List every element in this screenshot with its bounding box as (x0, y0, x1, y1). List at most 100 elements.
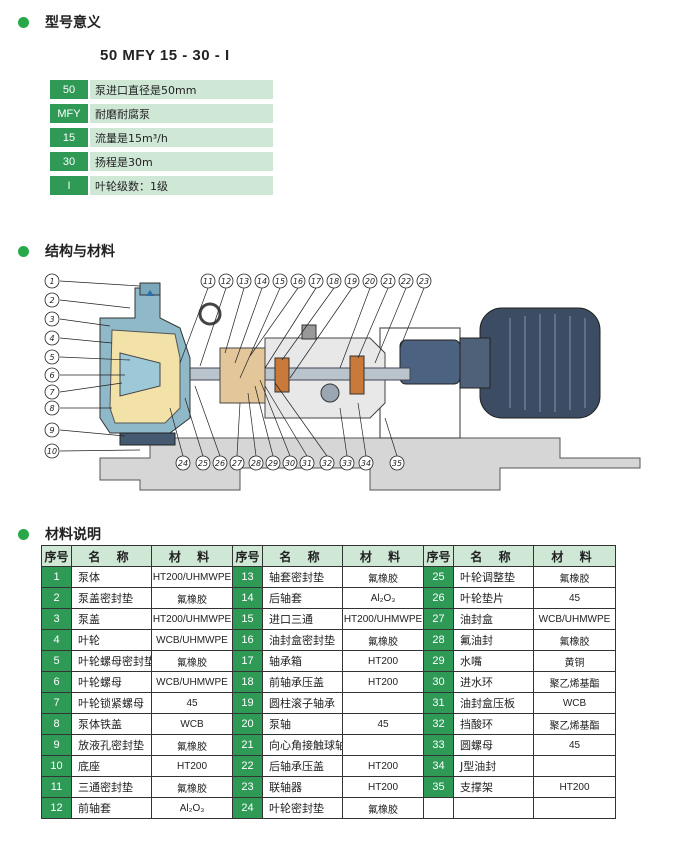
callout-label: 18 (329, 277, 339, 286)
callout-label: 5 (49, 353, 54, 362)
col-header: 序号 (41, 545, 72, 567)
part-name: 油封盒压板 (453, 692, 534, 714)
coupling (399, 339, 461, 385)
code-key: 15 (50, 128, 88, 147)
callout-label: 33 (342, 459, 352, 468)
part-number: 2 (41, 587, 72, 609)
part-number: 15 (232, 608, 263, 630)
part-number: 34 (423, 755, 454, 777)
part-name: 氟油封 (453, 629, 534, 651)
part-name: 叶轮调整垫 (453, 566, 534, 588)
section-title-text: 材料说明 (45, 527, 101, 543)
part-name: 后轴承压盖 (262, 755, 343, 777)
part-number: 7 (41, 692, 72, 714)
part-name: 底座 (71, 755, 152, 777)
section-title-text: 型号意义 (45, 15, 101, 31)
callout-label: 27 (232, 459, 243, 468)
part-name: 油封盒 (453, 608, 534, 630)
part-name: 油封盒密封垫 (262, 629, 343, 651)
callout-label: 15 (275, 277, 285, 286)
part-number: 26 (423, 587, 454, 609)
callout-label: 34 (361, 459, 371, 468)
callout-label: 2 (49, 296, 54, 305)
pump-cross-section-diagram: 1 2 3 4 5 6 7 8 9 10 11 12 (44, 273, 641, 491)
part-number: 29 (423, 650, 454, 672)
callout-label: 3 (49, 315, 54, 324)
part-number: 33 (423, 734, 454, 756)
callouts-top: 11 12 13 14 15 16 17 18 19 20 21 22 23 (200, 273, 432, 289)
col-header: 名 称 (262, 545, 343, 567)
part-material: WCB/UHMWPE (533, 608, 616, 630)
section-title-text: 结构与材料 (45, 244, 115, 260)
part-number: 6 (41, 671, 72, 693)
bullet-icon (18, 245, 29, 257)
part-name: 叶轮螺母密封垫 (71, 650, 152, 672)
callout-label: 29 (268, 459, 278, 468)
oil-cap (301, 324, 317, 340)
part-number: 23 (232, 776, 263, 798)
section-title-model: 型号意义 (18, 12, 101, 32)
callout-label: 31 (302, 459, 312, 468)
part-material: 45 (533, 734, 616, 756)
part-number: 25 (423, 566, 454, 588)
part-number: 21 (232, 734, 263, 756)
part-name: 叶轮螺母 (71, 671, 152, 693)
part-number: 16 (232, 629, 263, 651)
rear-bearing (349, 355, 365, 395)
code-desc: 流量是15m³/h (90, 128, 273, 147)
part-name: 泵盖 (71, 608, 152, 630)
code-desc: 扬程是30m (90, 152, 273, 171)
callout-label: 8 (49, 404, 54, 413)
part-number: 13 (232, 566, 263, 588)
col-header: 序号 (232, 545, 263, 567)
callout-label: 12 (221, 277, 231, 286)
part-material: HT200 (342, 650, 424, 672)
part-name: 进口三通 (262, 608, 343, 630)
callout-label: 16 (293, 277, 303, 286)
code-key: 50 (50, 80, 88, 99)
part-material: 氟橡胶 (151, 734, 233, 756)
callouts-left: 1 2 3 4 5 6 7 8 9 10 (44, 273, 60, 459)
part-number: 9 (41, 734, 72, 756)
part-material: 氟橡胶 (151, 587, 233, 609)
callout-label: 35 (392, 459, 402, 468)
code-desc: 耐磨耐腐泵 (90, 104, 273, 123)
part-name: 向心角接触球轴承 (262, 734, 343, 756)
part-name: 叶轮垫片 (453, 587, 534, 609)
impeller (119, 352, 161, 397)
part-material: HT200/UHMWPE (342, 608, 424, 630)
part-material: 聚乙烯基酯 (533, 671, 616, 693)
part-name: 泵体铁盖 (71, 713, 152, 735)
col-header: 序号 (423, 545, 454, 567)
part-material: WCB/UHMWPE (151, 671, 233, 693)
code-row: 30 扬程是30m (50, 152, 273, 171)
callouts-bottom: 24 25 26 27 28 29 30 31 32 33 34 35 (175, 455, 405, 471)
part-name: 泵盖密封垫 (71, 587, 152, 609)
part-material: HT200 (342, 755, 424, 777)
code-key: 30 (50, 152, 88, 171)
code-row: MFY 耐磨耐腐泵 (50, 104, 273, 123)
callout-label: 20 (365, 277, 375, 286)
part-name: 叶轮 (71, 629, 152, 651)
callout-label: 14 (257, 277, 267, 286)
part-name: 放液孔密封垫 (71, 734, 152, 756)
bullet-icon (18, 16, 29, 28)
part-name: 叶轮锁紧螺母 (71, 692, 152, 714)
part-material: 氟橡胶 (342, 797, 424, 819)
motor-flange (459, 337, 491, 389)
part-number: 30 (423, 671, 454, 693)
part-name: 叶轮密封垫 (262, 797, 343, 819)
part-material: HT200/UHMWPE (151, 608, 233, 630)
part-material: 黄铜 (533, 650, 616, 672)
part-name: J型油封 (453, 755, 534, 777)
casing-foot (119, 432, 176, 446)
callout-label: 23 (419, 277, 429, 286)
part-material: HT200 (533, 776, 616, 798)
part-material: WCB (533, 692, 616, 714)
callout-label: 7 (49, 388, 55, 397)
